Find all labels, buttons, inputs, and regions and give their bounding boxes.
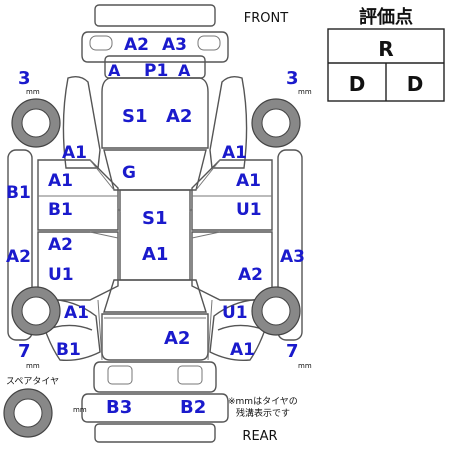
tire-tread-rear-right: 7	[286, 341, 299, 362]
front-label: FRONT	[244, 11, 288, 26]
code-hood-left: S1	[122, 106, 148, 127]
code-right-front-door-1: A1	[236, 171, 261, 191]
trunk	[101, 313, 209, 361]
code-left-front-door-1: A1	[48, 171, 73, 191]
code-roof-2: A1	[142, 244, 168, 265]
front-right-tire	[251, 98, 301, 148]
tread-note-line2: 残溝表示です	[236, 407, 290, 419]
grade-table: 評価点 R D D	[327, 6, 445, 102]
code-right-rocker-rear: U1	[222, 303, 248, 323]
code-windshield: G	[122, 163, 136, 183]
mm-unit-fr: mm	[298, 88, 312, 96]
grade-exterior: D	[407, 72, 424, 96]
tread-note-line1: ※mmはタイヤの	[228, 396, 298, 407]
tire-tread-rear-left: 7	[18, 341, 31, 362]
code-grille-left: A	[108, 61, 121, 80]
code-grille-center: P1	[144, 61, 168, 81]
rear-right-tire	[251, 286, 301, 336]
code-trunk: A2	[164, 328, 190, 349]
code-left-front-door-2: B1	[48, 200, 73, 220]
windshield	[103, 149, 207, 191]
mm-unit-rl: mm	[26, 362, 40, 370]
code-roof-1: S1	[142, 208, 168, 229]
grade-interior: D	[349, 72, 366, 96]
grade-overall: R	[378, 37, 393, 61]
code-left-side-outer: A2	[6, 247, 31, 267]
code-left-rocker-rear: A1	[64, 303, 89, 323]
code-right-front-door-2: U1	[236, 200, 262, 220]
front-left-tire	[11, 98, 61, 148]
code-rear-bumper-left: B3	[106, 397, 132, 418]
spare-tire	[3, 388, 53, 438]
damage-codes: A2 A3 A P1 A S1 A2 G A1 A1 B1 A1 B1 A1 U…	[6, 35, 305, 418]
code-left-pillar-front: A1	[62, 143, 87, 163]
code-left-quarter: B1	[56, 340, 81, 360]
front-bumper	[81, 4, 229, 79]
mm-unit-fl: mm	[26, 88, 40, 96]
tire-tread-front-right: 3	[286, 68, 299, 89]
rear-window	[103, 279, 207, 313]
code-left-fender-outer: B1	[6, 183, 31, 203]
code-left-rear-door-1: A2	[48, 235, 73, 255]
code-rear-bumper-right: B2	[180, 397, 206, 418]
code-hood-right: A2	[166, 106, 192, 127]
code-front-bumper-right: A3	[162, 35, 187, 55]
code-grille-right: A	[178, 61, 191, 80]
rear-label: REAR	[242, 429, 277, 444]
mm-unit-rr: mm	[298, 362, 312, 370]
code-right-pillar-front: A1	[222, 143, 247, 163]
mm-unit-spare: mm	[73, 406, 87, 414]
rear-left-tire	[11, 286, 61, 336]
code-front-bumper-left: A2	[124, 35, 149, 55]
code-right-quarter: A1	[230, 340, 255, 360]
code-right-rear-door: A2	[238, 265, 263, 285]
code-left-rear-door-2: U1	[48, 265, 74, 285]
roof	[119, 189, 191, 281]
rear-bumper	[81, 361, 229, 443]
tire-tread-front-left: 3	[18, 68, 31, 89]
grade-title: 評価点	[359, 6, 413, 28]
code-right-side-outer: A3	[280, 247, 305, 267]
hood	[101, 77, 209, 149]
spare-tire-label: スペアタイヤ	[6, 376, 59, 387]
